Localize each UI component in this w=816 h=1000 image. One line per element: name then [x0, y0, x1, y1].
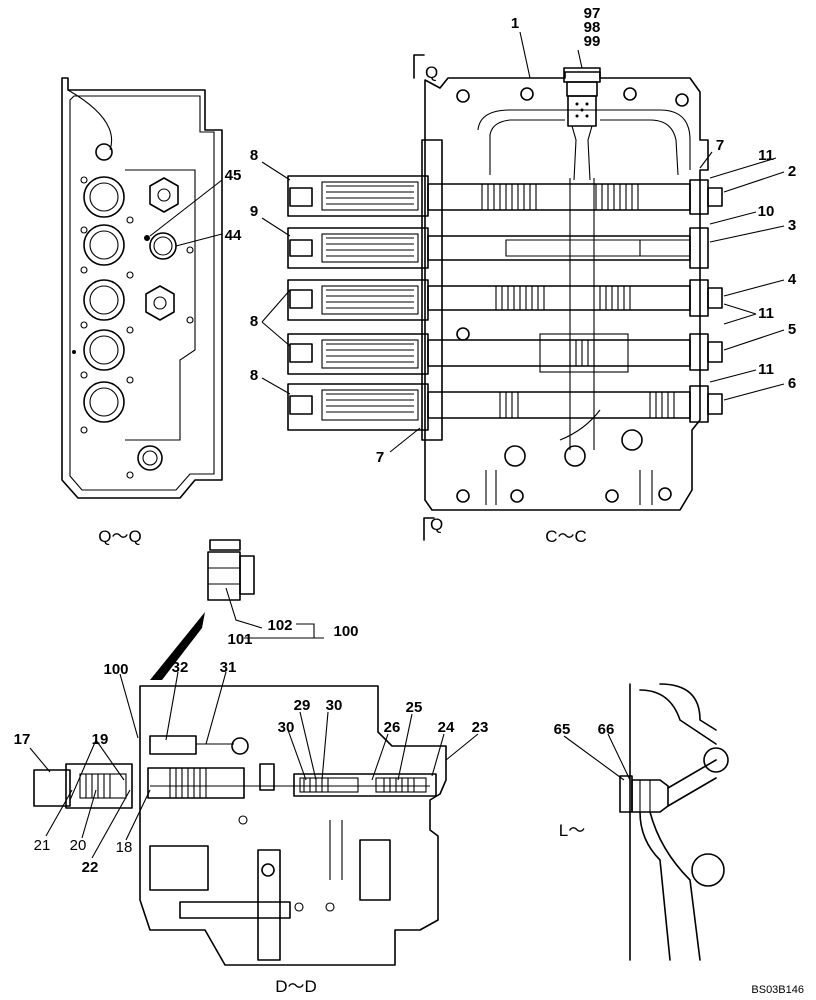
view-label-l: L～	[559, 821, 585, 840]
callout-100b: 100	[333, 623, 358, 640]
plug-detail	[150, 539, 255, 680]
callout-26: 26	[384, 719, 401, 736]
view-d-d	[33, 685, 447, 966]
callout-30a: 30	[278, 719, 295, 736]
callout-20: 20	[70, 837, 87, 854]
callout-2: 2	[788, 163, 796, 180]
callout-29: 29	[294, 697, 311, 714]
callout-99: 99	[584, 33, 601, 50]
callout-7a: 7	[716, 137, 724, 154]
callout-98: 98	[584, 19, 601, 36]
callout-21: 21	[34, 837, 51, 854]
callout-100a: 100	[103, 661, 128, 678]
view-label-c-c: C～C	[545, 527, 587, 546]
callout-7b: 7	[376, 449, 384, 466]
callout-11b: 11	[758, 305, 774, 322]
callout-65: 65	[554, 721, 571, 738]
callout-11c: 11	[758, 361, 774, 378]
callout-25: 25	[406, 699, 423, 716]
callout-9: 9	[250, 203, 258, 220]
callout-8c: 8	[250, 367, 258, 384]
view-label-q-q: Q～Q	[98, 527, 141, 546]
callout-4: 4	[788, 271, 797, 288]
callout-31: 31	[220, 659, 237, 676]
callout-6: 6	[788, 375, 796, 392]
view-labels: Q Q Q～Q C～C D～D L～ BS03B146	[98, 63, 804, 996]
view-label-d-d: D～D	[275, 977, 317, 996]
callout-3: 3	[788, 217, 796, 234]
leader-lines	[29, 31, 785, 859]
callout-8a: 8	[250, 147, 258, 164]
callout-66: 66	[598, 721, 615, 738]
view-c-c	[287, 54, 723, 541]
callout-24: 24	[438, 719, 455, 736]
callout-10: 10	[758, 203, 775, 220]
callout-19: 19	[92, 731, 109, 748]
callout-32: 32	[172, 659, 189, 676]
callout-102: 102	[267, 617, 292, 634]
callout-11a: 11	[758, 147, 774, 164]
callout-45: 45	[225, 167, 242, 184]
callout-22: 22	[82, 859, 99, 876]
section-marker-q-bottom: Q	[430, 515, 443, 534]
view-q-q	[61, 77, 223, 499]
callout-5: 5	[788, 321, 796, 338]
section-marker-q-top: Q	[425, 63, 438, 82]
callout-8b: 8	[250, 313, 258, 330]
callout-labels: 97 98 99 1 8 9 8 8 7 7 11 2 10 3 4 11 5 …	[14, 5, 797, 876]
callout-17: 17	[14, 731, 31, 748]
drawing-code: BS03B146	[751, 984, 804, 996]
callout-44: 44	[225, 227, 242, 244]
view-l	[619, 683, 729, 961]
callout-23: 23	[472, 719, 489, 736]
spool-rows	[287, 175, 723, 431]
callout-1: 1	[511, 15, 519, 32]
callout-18: 18	[116, 839, 133, 856]
callout-101: 101	[227, 631, 252, 648]
callout-30b: 30	[326, 697, 343, 714]
callout-97: 97	[584, 5, 601, 22]
